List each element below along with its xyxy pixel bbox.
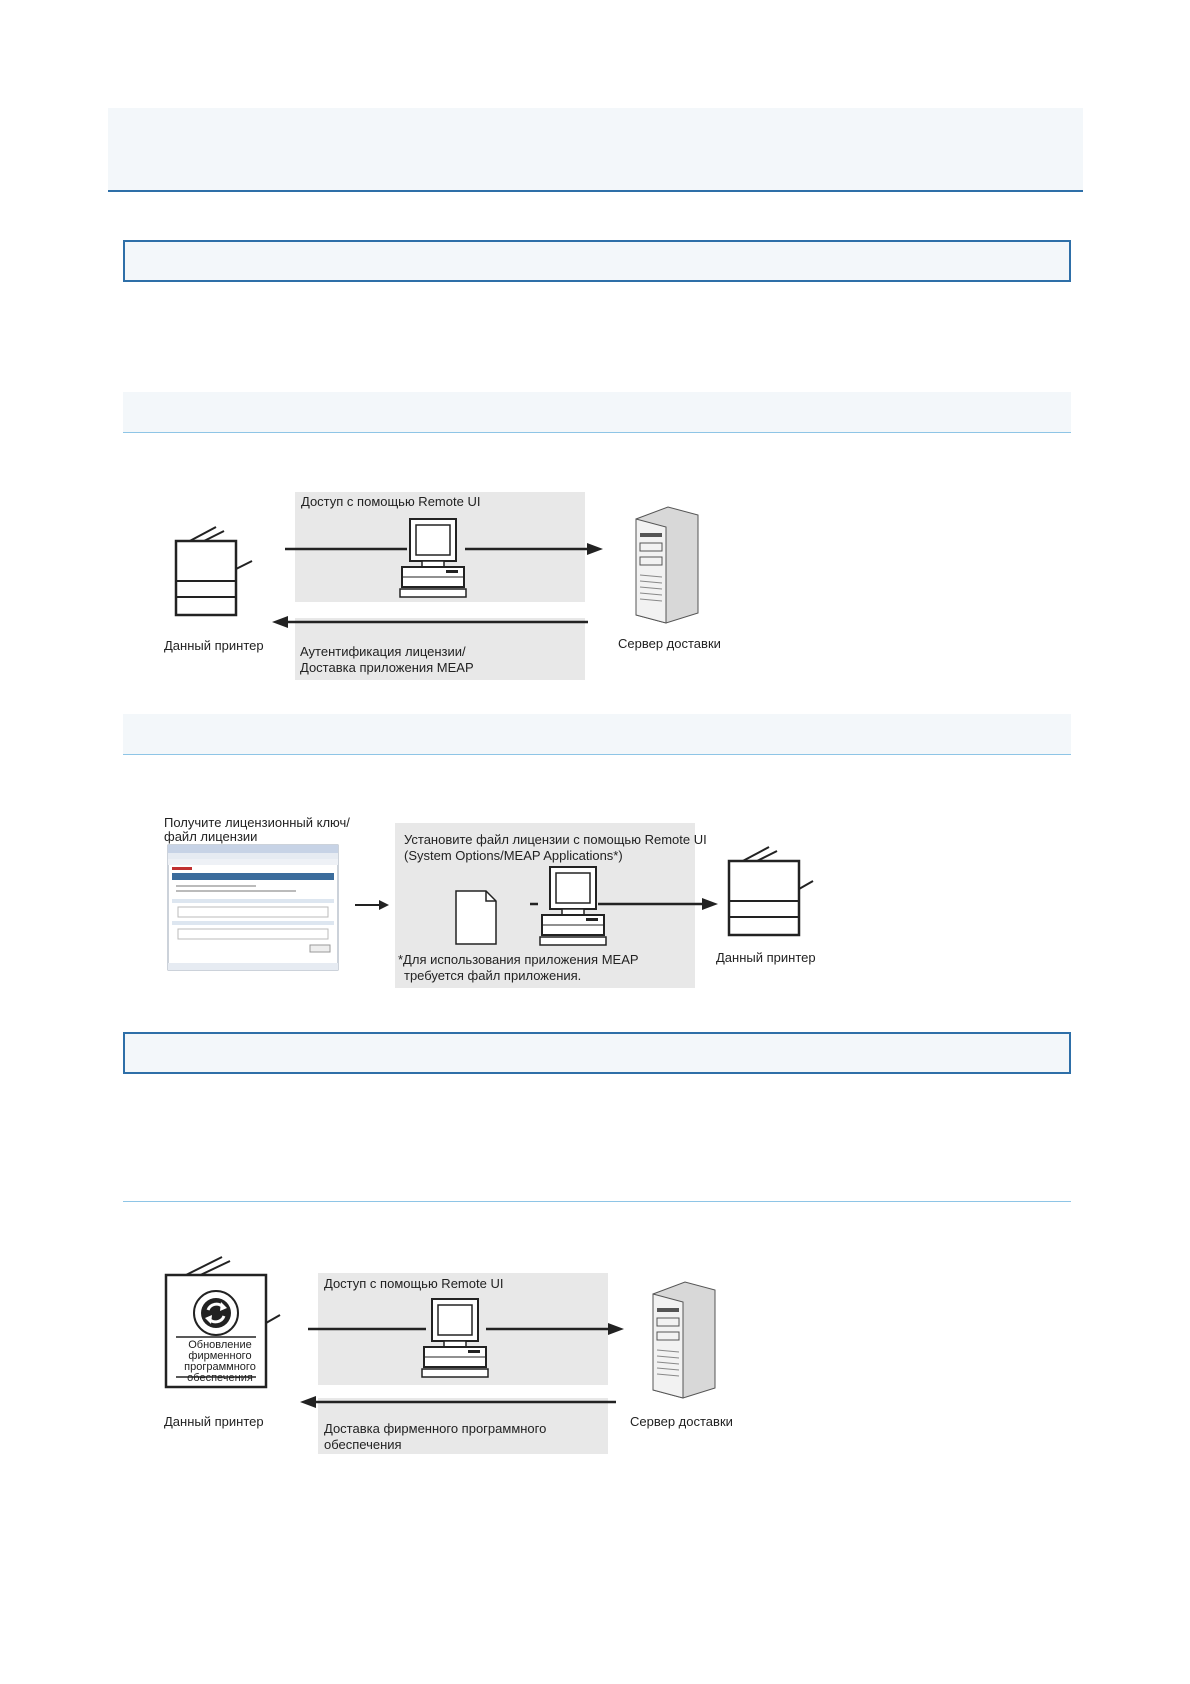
firmware-return-line1: Доставка фирменного программного — [324, 1421, 547, 1436]
page-title-band — [108, 108, 1083, 192]
server-icon — [652, 1281, 716, 1399]
subsection-rule-3 — [123, 1201, 1071, 1202]
computer-icon — [399, 518, 467, 598]
meap-note-line2: требуется файл приложения. — [404, 968, 582, 983]
license-return-line1: Аутентификация лицензии/ — [300, 644, 466, 659]
printer-icon — [174, 526, 253, 617]
firmware-update-icon — [193, 1290, 239, 1336]
browser-window-thumbnail — [167, 844, 339, 971]
firmware-badge-line4: обеспечения — [187, 1372, 253, 1384]
printer-label: Данный принтер — [164, 638, 264, 653]
firmware-update-badge: Обновление фирменного программного обесп… — [180, 1340, 260, 1384]
delivery-arrow — [300, 1396, 616, 1408]
printer-label: Данный принтер — [164, 1414, 264, 1429]
firmware-badge-line3: программного — [184, 1361, 256, 1373]
license-file-icon — [455, 890, 497, 945]
install-license-line2: (System Options/MEAP Applications*) — [404, 848, 623, 863]
meap-note-line1: *Для использования приложения MEAP — [398, 952, 639, 967]
computer-icon — [421, 1298, 489, 1378]
install-license-box — [395, 823, 695, 988]
section-heading-2 — [123, 1032, 1071, 1074]
get-license-key-line2: файл лицензии — [164, 829, 258, 844]
remote-ui-access-label: Доступ с помощью Remote UI — [301, 494, 481, 509]
server-label: Сервер доставки — [630, 1414, 733, 1429]
printer-label: Данный принтер — [716, 950, 816, 965]
delivery-arrow — [272, 616, 588, 628]
computer-icon — [539, 866, 607, 946]
firmware-return-line2: обеспечения — [324, 1437, 402, 1452]
firmware-badge-line2: фирменного — [188, 1350, 252, 1362]
request-arrow — [308, 1323, 624, 1335]
section-heading-1 — [123, 240, 1071, 282]
install-license-line1: Установите файл лицензии с помощью Remot… — [404, 832, 707, 847]
get-license-key-line1: Получите лицензионный ключ/ — [164, 815, 350, 830]
step-arrow — [355, 900, 389, 910]
license-return-line2: Доставка приложения MEAP — [300, 660, 474, 675]
install-arrow — [530, 898, 718, 910]
subsection-heading-2 — [123, 714, 1071, 755]
server-icon — [635, 506, 699, 624]
printer-icon — [727, 846, 814, 937]
remote-ui-access-label: Доступ с помощью Remote UI — [324, 1276, 504, 1291]
subsection-heading-1 — [123, 392, 1071, 433]
firmware-badge-line1: Обновление — [188, 1339, 252, 1351]
request-arrow — [285, 543, 603, 555]
license-return-box — [295, 618, 585, 680]
server-label: Сервер доставки — [618, 636, 721, 651]
firmware-return-box — [318, 1398, 608, 1454]
